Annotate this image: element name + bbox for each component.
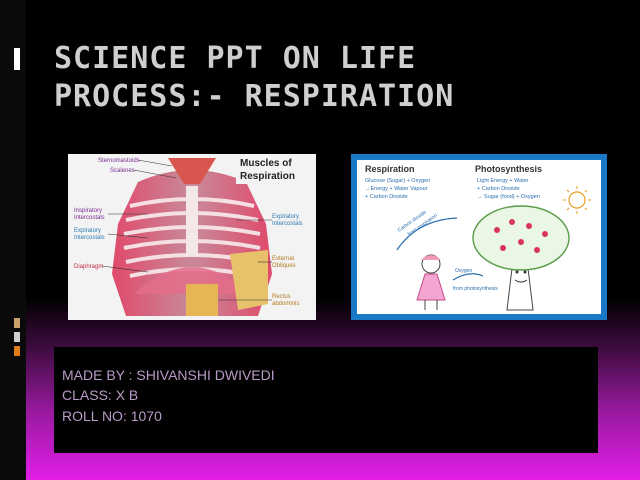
title-line-1: SCIENCE PPT ON LIFE — [54, 41, 417, 76]
label-external-obliques-2: Obliques — [272, 263, 296, 269]
oxygen-arrow: Oxygen from photosynthesis — [452, 268, 498, 292]
tree-icon — [472, 205, 570, 311]
ornament-top-white — [14, 48, 20, 70]
arrow-label-oxygen-1: Oxygen — [455, 268, 472, 274]
photosynthesis-eq-3: → Sugar (food) + Oxygen — [477, 194, 540, 200]
photosynthesis-heading: Photosynthesis — [475, 164, 542, 174]
class-text: CLASS: X B — [62, 387, 139, 403]
ornament-silver — [14, 332, 20, 342]
label-rectus-2: abdominis — [272, 301, 299, 307]
left-image-title-2: Respiration — [240, 171, 295, 182]
sun-icon — [563, 186, 591, 214]
respiration-photosynthesis-illustration: Respiration Glucose (Sugar) + Oxygen →En… — [365, 164, 591, 311]
label-rectus-1: Rectus — [272, 294, 291, 300]
respiration-photosynthesis-frame: Respiration Glucose (Sugar) + Oxygen →En… — [351, 154, 607, 320]
girl-icon — [416, 254, 446, 310]
respiration-eq-2: →Energy + Water Vapour — [365, 186, 428, 192]
label-expiratory-right-2: Intercostals — [272, 221, 303, 227]
respiration-eq-1: Glucose (Sugar) + Oxygen — [365, 178, 430, 184]
respiration-eq-3: + Carbon Dioxide — [365, 194, 408, 200]
neck-muscles — [168, 158, 216, 184]
left-image-title-1: Muscles of — [240, 158, 292, 169]
label-external-obliques-1: External — [272, 256, 294, 262]
label-scalenes: Scalenes — [110, 168, 135, 174]
co2-arrow: Carbon dioxide from respiration — [396, 209, 458, 251]
ornament-orange — [14, 346, 20, 356]
label-sternomastoids: Sternomastoids — [98, 158, 140, 164]
diaphragm-shape — [134, 267, 250, 294]
roll-no-text: ROLL NO: 1070 — [62, 408, 162, 424]
photosynthesis-eq-2: + Carbon Dioxide — [477, 186, 520, 192]
label-inspiratory-2: Intercostals — [74, 215, 105, 221]
photosynthesis-eq-1: Light Energy + Water — [477, 178, 529, 184]
muscles-of-respiration-image: Muscles of Respiration Sternomastoids Sc… — [68, 154, 316, 320]
arrow-label-oxygen-2: from photosynthesis — [453, 286, 498, 292]
label-expiratory-left-2: Intercostals — [74, 235, 105, 241]
label-diaphragm: Diaphragm — [74, 264, 103, 270]
author-info-box: MADE BY : SHIVANSHI DWIVEDI CLASS: X B R… — [54, 347, 598, 453]
respiration-photosynthesis-image: Respiration Glucose (Sugar) + Oxygen →En… — [357, 160, 601, 314]
rectus-abdominis-shape — [186, 284, 218, 316]
ribcage-illustration: Muscles of Respiration Sternomastoids Sc… — [74, 154, 316, 316]
ornament-gold — [14, 318, 20, 328]
external-obliques-shape — [230, 250, 268, 310]
slide-title: SCIENCE PPT ON LIFE PROCESS:- RESPIRATIO… — [54, 40, 614, 116]
label-expiratory-right-1: Expiratory — [272, 214, 299, 220]
made-by-text: MADE BY : SHIVANSHI DWIVEDI — [62, 367, 275, 383]
respiration-heading: Respiration — [365, 164, 415, 174]
label-expiratory-left-1: Expiratory — [74, 228, 101, 234]
sternum — [186, 186, 198, 256]
leader-lines — [101, 159, 272, 301]
title-line-2: PROCESS:- RESPIRATION — [54, 79, 455, 114]
left-decorative-strip — [0, 0, 26, 480]
label-inspiratory-1: Inspiratory — [74, 208, 102, 214]
